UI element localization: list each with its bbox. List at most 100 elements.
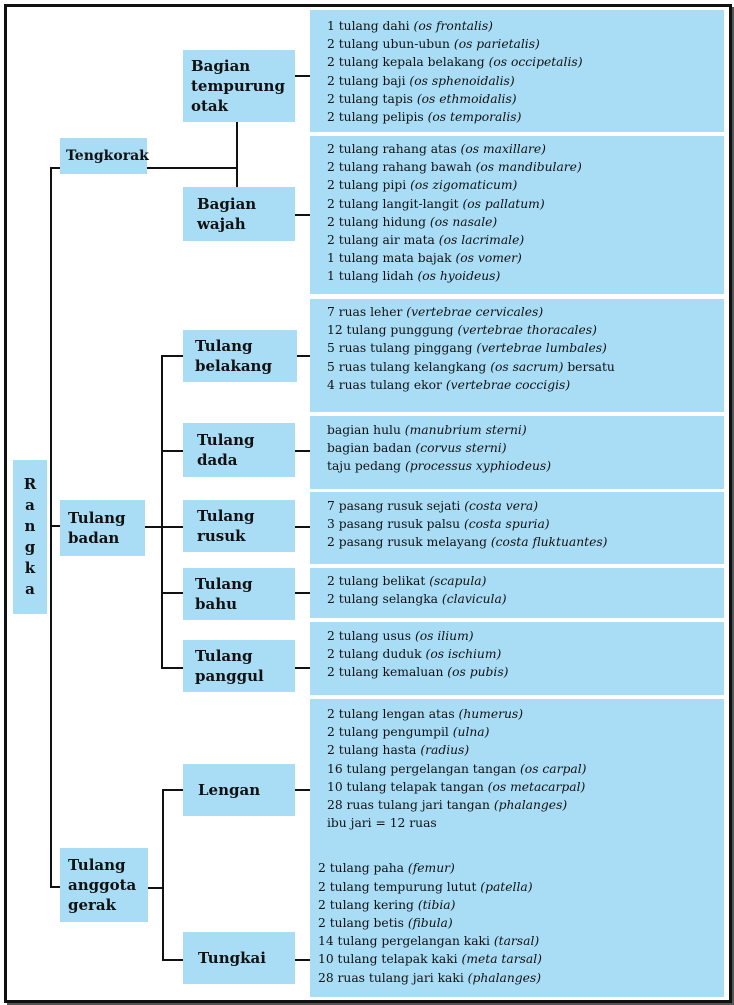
sub-label: Bagian tempurung otak	[191, 57, 285, 115]
latin-name: (vertebrae thoracales)	[457, 323, 597, 338]
latin-name: (os occipetalis)	[488, 55, 583, 70]
latin-name: (os ethmoidalis)	[416, 91, 517, 106]
detail-line: bagian badan (corvus sterni)	[327, 439, 714, 457]
connector-line	[162, 959, 183, 961]
sub-label: Tulang panggul	[195, 647, 264, 685]
latin-name: (costa vera)	[464, 499, 538, 513]
connector-line	[50, 525, 60, 527]
detail-line: 28 ruas tulang jari kaki (phalanges)	[318, 969, 714, 987]
sub-label: Bagian wajah	[197, 195, 257, 233]
detail-line: 1 tulang mata bajak (os vomer)	[327, 249, 714, 267]
connector-line	[148, 887, 163, 889]
bone-name: 1 tulang mata bajak	[327, 251, 456, 266]
latin-name: (phalanges)	[467, 970, 542, 985]
detail-line: 2 tulang duduk (os ischium)	[327, 645, 714, 663]
latin-name: (os hyoideus)	[417, 269, 501, 284]
bone-name: 2 tulang rahang bawah	[327, 160, 476, 175]
bone-name: 28 ruas tulang jari kaki	[318, 970, 468, 985]
detail-line: 2 tulang pipi (os zigomaticum)	[327, 176, 714, 194]
diagram-frame	[4, 4, 732, 1003]
latin-name: (costa spuria)	[463, 517, 550, 532]
bone-name: 4 ruas tulang ekor	[327, 377, 446, 392]
connector-line	[147, 167, 237, 169]
sub-label: Tungkai	[198, 949, 266, 967]
sub-label: Tulang bahu	[195, 575, 253, 613]
detail-line: 2 tulang usus (os ilium)	[327, 627, 714, 645]
detail-tempurung-otak: 1 tulang dahi (os frontalis) 2 tulang ub…	[310, 10, 724, 132]
connector-line	[297, 355, 310, 357]
latin-name: (os vomer)	[455, 251, 522, 266]
bone-name: 2 tulang langit-langit	[327, 196, 463, 211]
detail-line: 14 tulang pergelangan kaki (tarsal)	[318, 932, 714, 950]
bone-name: 1 tulang lidah	[327, 269, 418, 284]
detail-line: 2 tulang betis (fibula)	[318, 914, 714, 932]
bone-name: 2 tulang duduk	[327, 647, 426, 662]
connector-line	[161, 592, 183, 594]
latin-name: (phalanges)	[493, 798, 568, 813]
sub-tulang-rusuk: Tulang rusuk	[183, 500, 295, 552]
connector-line	[162, 789, 164, 961]
bone-name: 28 ruas tulang jari tangan	[327, 798, 494, 813]
sub-bagian-wajah: Bagian wajah	[183, 187, 295, 241]
detail-line: 2 tulang rahang bawah (os mandibulare)	[327, 158, 714, 176]
detail-tulang-dada: bagian hulu (manubrium sterni) bagian ba…	[310, 416, 724, 489]
connector-line	[161, 355, 163, 669]
detail-line: 4 ruas tulang ekor (vertebrae coccigis)	[327, 376, 714, 394]
latin-name: (radius)	[420, 743, 470, 758]
bone-name-suffix: bersatu	[563, 359, 615, 374]
detail-line: 2 pasang rusuk melayang (costa fluktuant…	[327, 533, 714, 551]
latin-name: (os mandibulare)	[475, 160, 582, 175]
bone-name: 2 tulang hasta	[327, 743, 421, 758]
detail-line: 2 tulang kering (tibia)	[318, 896, 714, 914]
bone-name: bagian hulu	[327, 423, 405, 437]
bone-name: bagian badan	[327, 441, 416, 456]
latin-name: (clavicula)	[441, 592, 507, 607]
latin-name: (meta tarsal)	[461, 952, 542, 967]
bone-name: 2 tulang hidung	[327, 214, 430, 229]
detail-line: 2 tulang tempurung lutut (patella)	[318, 878, 714, 896]
bone-name: ibu jari = 12 ruas	[327, 816, 437, 831]
group-label: Tulang anggota gerak	[68, 856, 137, 914]
detail-line: 2 tulang belikat (scapula)	[327, 572, 714, 590]
latin-name: (os nasale)	[429, 214, 498, 229]
bone-name: 2 tulang baji	[327, 73, 410, 88]
sub-tulang-panggul: Tulang panggul	[183, 640, 295, 692]
latin-name: (os ischium)	[425, 647, 502, 662]
sub-label: Tulang rusuk	[197, 507, 255, 545]
connector-line	[161, 526, 183, 528]
latin-name: (tarsal)	[493, 934, 540, 949]
detail-line: 5 ruas tulang kelangkang (os sacrum) ber…	[327, 358, 714, 376]
connector-line	[50, 167, 52, 888]
latin-name: (os pallatum)	[462, 196, 545, 211]
latin-name: (scapula)	[429, 574, 487, 588]
detail-line: 12 tulang punggung (vertebrae thoracales…	[327, 321, 714, 339]
sub-bagian-tempurung-otak: Bagian tempurung otak	[183, 50, 295, 122]
latin-name: (os parietalis)	[453, 37, 540, 52]
sub-tulang-bahu: Tulang bahu	[183, 568, 295, 620]
bone-name: 2 tulang kemaluan	[327, 665, 448, 680]
latin-name: (costa fluktuantes)	[490, 535, 608, 550]
bone-name: 7 ruas leher	[327, 305, 407, 319]
latin-name: (os sacrum)	[490, 359, 564, 374]
detail-line: 2 tulang baji (os sphenoidalis)	[327, 72, 714, 90]
sub-label: Tulang dada	[197, 431, 255, 469]
detail-line: 2 tulang air mata (os lacrimale)	[327, 231, 714, 249]
group-tulang-anggota-gerak: Tulang anggota gerak	[60, 848, 148, 922]
latin-name: (os frontalis)	[413, 19, 493, 33]
bone-name: 2 tulang selangka	[327, 592, 442, 607]
bone-name: 2 tulang pelipis	[327, 110, 428, 125]
detail-line: 2 tulang kemaluan (os pubis)	[327, 663, 714, 681]
connector-line	[50, 886, 60, 888]
detail-line: 7 ruas leher (vertebrae cervicales)	[327, 303, 714, 321]
latin-name: (ulna)	[452, 725, 490, 740]
connector-line	[161, 355, 183, 357]
latin-name: (corvus sterni)	[415, 441, 507, 456]
bone-name: 14 tulang pergelangan kaki	[318, 934, 494, 949]
bone-name: 5 ruas tulang kelangkang	[327, 359, 491, 374]
latin-name: (os lacrimale)	[438, 233, 525, 248]
sub-label: Tulang belakang	[195, 337, 272, 375]
bone-name: 2 tulang usus	[327, 629, 415, 643]
connector-line	[295, 214, 310, 216]
bone-name: 10 tulang telapak tangan	[327, 779, 488, 794]
connector-line	[295, 526, 310, 528]
